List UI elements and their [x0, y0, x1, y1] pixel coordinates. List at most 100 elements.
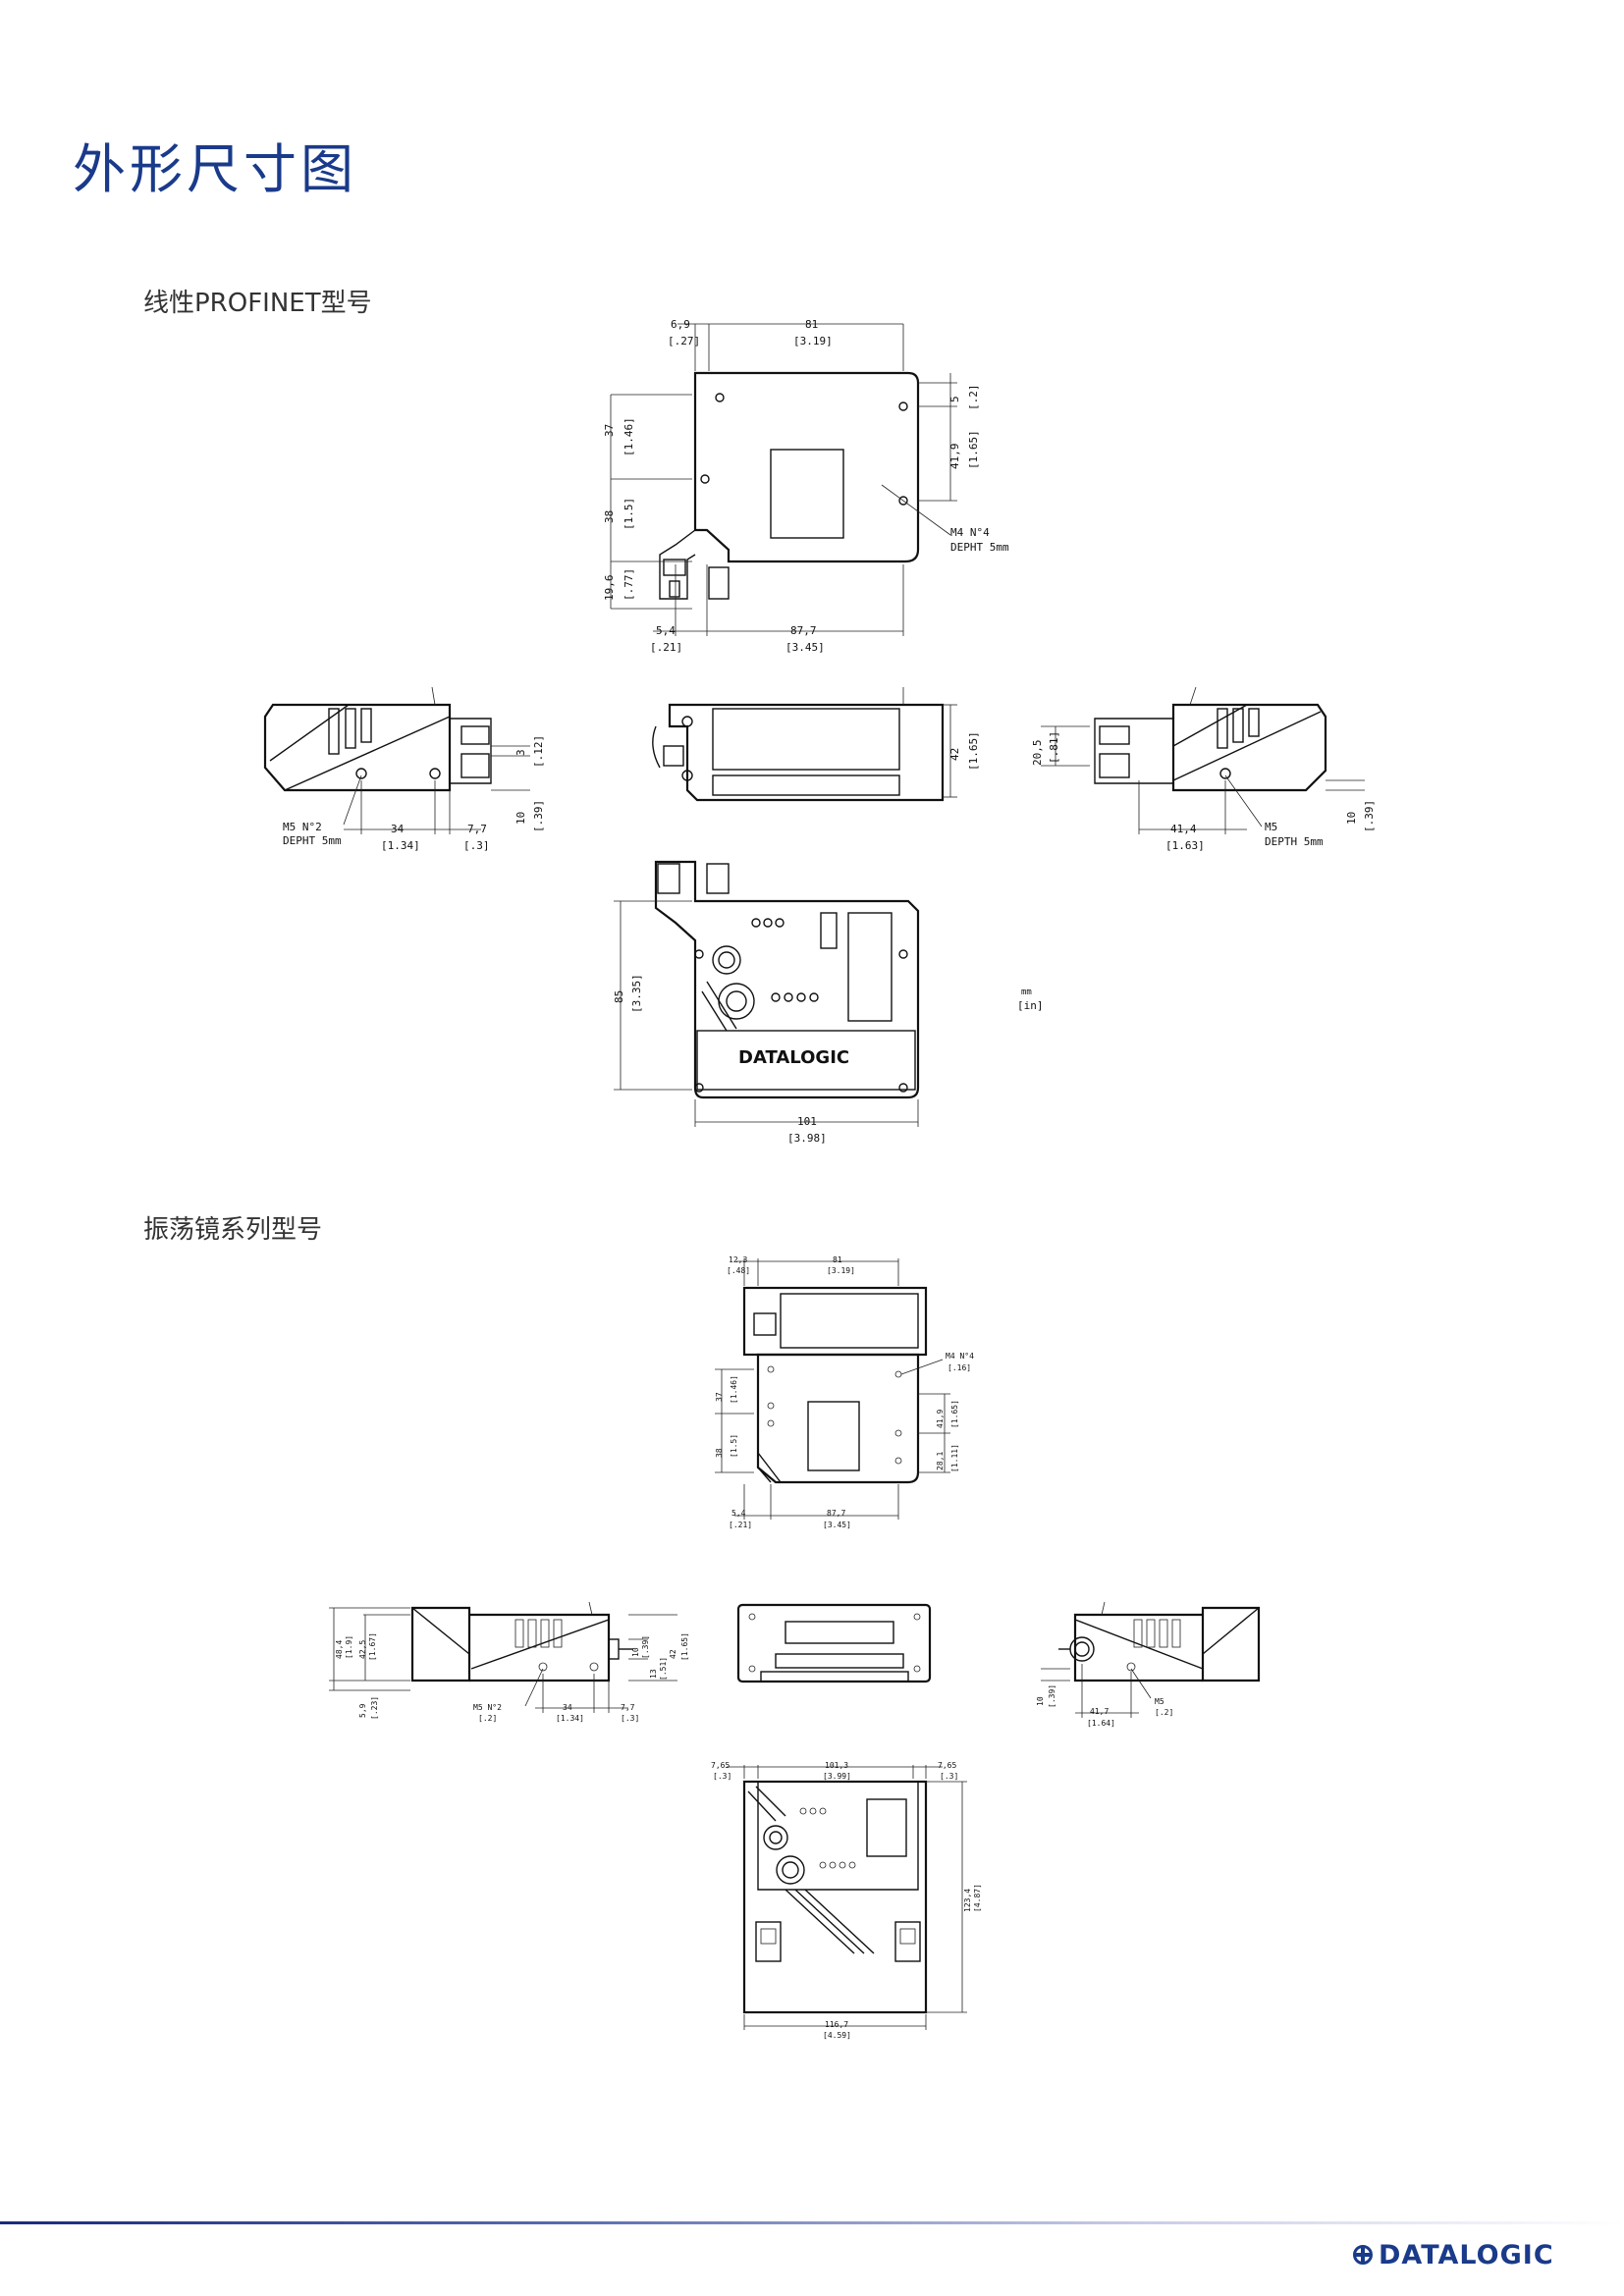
note-text: M5 [1155, 1697, 1164, 1706]
galvo-top-view: 12,3 [.48] 81 [3.19] M4 N°4 [.16] 37 [1.… [715, 1255, 974, 1529]
dim-text: 48,4 [335, 1640, 344, 1659]
dim-text: [3.35] [630, 974, 643, 1013]
page-title: 外形尺寸图 [73, 138, 357, 200]
dim-text: 87,7 [790, 624, 817, 637]
note-text: DEPHT 5mm [950, 541, 1009, 554]
dim-text: 101,3 [825, 1761, 848, 1770]
dim-text: [1.46] [623, 417, 635, 456]
dim-text: 41,9 [936, 1410, 945, 1428]
dim-text: 41,9 [948, 444, 961, 470]
dim-text: [.81] [1048, 731, 1060, 764]
note-text: M5 N°2 [283, 821, 322, 833]
galvo-left-view: 48,4 [1.9] 42,5 [1.67] 5,9 [.23] M5 N°2 … [329, 1601, 689, 1723]
dim-text: 13 [649, 1669, 658, 1679]
dim-text: [.12] [532, 735, 545, 768]
dim-text: 10 [514, 812, 527, 825]
dim-text: [1.5] [623, 498, 635, 530]
dim-text: [1.5] [730, 1434, 738, 1458]
dim-text: 42 [948, 748, 961, 761]
dim-text: 5,4 [731, 1509, 746, 1518]
dim-text: [.39] [1363, 800, 1376, 832]
dim-text: 42,5 [358, 1640, 367, 1659]
dim-text: 41,4 [1170, 823, 1197, 835]
dim-text: 38 [603, 510, 616, 523]
dim-text: [1.46] [730, 1375, 738, 1404]
dim-text: 37 [715, 1392, 724, 1402]
dim-text: [.51] [659, 1657, 668, 1681]
dim-text: [3.45] [823, 1521, 851, 1529]
dim-text: 3 [514, 749, 527, 756]
linear-bottom-view: DATALOGIC 85 [3.35] 101 [3.98] mm [in] [613, 860, 1044, 1145]
dim-text: 101 [797, 1115, 817, 1128]
dim-text: 10 [1345, 812, 1358, 825]
dim-text: 34 [391, 823, 405, 835]
dim-text: [1.64] [1087, 1719, 1115, 1728]
brand-name: DATALOGIC [1379, 2239, 1554, 2270]
dim-text: 81 [805, 318, 818, 331]
linear-right-view: 20,5 [.81] 41,4 [1.63] M5 DEPTH 5mm 10 [… [1031, 686, 1376, 852]
dim-text: 87,7 [827, 1509, 845, 1518]
dim-text: [1.65] [967, 731, 980, 771]
dim-text: 7,65 [711, 1761, 730, 1770]
linear-front-view: 42 [1.65] [652, 687, 980, 802]
note-text: M5 [1265, 821, 1277, 833]
dim-text: 42 [669, 1649, 677, 1659]
datalogic-logo-icon [1353, 2245, 1373, 2265]
dim-text: 38 [715, 1448, 724, 1458]
linear-top-view: 6,9 [.27] 81 [3.19] 37 [1.46] 38 [1.5] 1… [603, 318, 1009, 654]
note-text: M4 N°4 [950, 526, 990, 539]
dim-text: [3.98] [787, 1132, 827, 1145]
dim-text: [3.19] [827, 1266, 855, 1275]
galvo-bottom-view: 7,65 [.3] 101,3 [3.99] 7,65 [.3] 123,4 [… [711, 1761, 982, 2040]
dim-text: 41,7 [1090, 1707, 1109, 1716]
dim-text: 123,4 [963, 1889, 972, 1912]
dim-text: [.48] [727, 1266, 750, 1275]
dim-text: 7,65 [938, 1761, 956, 1770]
dim-text: [1.65] [950, 1400, 959, 1428]
section-title-linear: 线性PROFINET型号 [143, 289, 372, 318]
note-text: M4 N°4 [946, 1352, 974, 1361]
dim-text: [.77] [623, 568, 635, 601]
dim-text: [4.59] [823, 2031, 851, 2040]
dim-text: 5,9 [358, 1703, 367, 1718]
dim-text: [4.87] [973, 1884, 982, 1912]
dim-text: [.27] [668, 335, 700, 347]
note-text: [.16] [947, 1363, 971, 1372]
galvo-front-view [736, 1603, 932, 1683]
dim-text: 12,3 [729, 1255, 747, 1264]
unit-mm: mm [1021, 988, 1032, 997]
dim-text: 19,6 [603, 575, 616, 602]
note-text: [.2] [1155, 1708, 1173, 1717]
dim-text: [1.65] [680, 1632, 689, 1661]
dim-text: [.3] [713, 1772, 731, 1781]
dim-text: [1.9] [345, 1635, 353, 1659]
linear-left-view: M5 N°2 DEPHT 5mm 34 [1.34] 7,7 [.3] 3 [.… [263, 686, 545, 852]
dim-text: [3.99] [823, 1772, 851, 1781]
dim-text: [.3] [463, 839, 490, 852]
dim-text: [.21] [650, 641, 682, 654]
dim-text: [1.34] [381, 839, 420, 852]
dim-text: 116,7 [825, 2020, 848, 2029]
dim-text: [3.19] [793, 335, 833, 347]
footer-divider [0, 2221, 1624, 2224]
dim-text: [.39] [641, 1635, 650, 1659]
dim-text: [.23] [370, 1696, 379, 1720]
dim-text: 7,7 [621, 1703, 635, 1712]
dim-text: [.2] [967, 385, 980, 411]
dim-text: 28,1 [936, 1452, 945, 1470]
brand-logo: DATALOGIC [1353, 2235, 1554, 2274]
dim-text: [3.45] [785, 641, 825, 654]
dim-text: 81 [833, 1255, 842, 1264]
dim-text: [.39] [1048, 1684, 1056, 1708]
note-text: [.2] [478, 1714, 497, 1723]
dim-text: 5 [948, 396, 961, 402]
dim-text: [.21] [729, 1521, 752, 1529]
device-logo: DATALOGIC [738, 1047, 849, 1068]
note-text: DEPHT 5mm [283, 834, 342, 847]
dim-text: [1.67] [368, 1632, 377, 1661]
galvo-right-view: 10 [.39] 41,7 [1.64] M5 [.2] [1036, 1601, 1261, 1728]
dim-text: [1.34] [556, 1714, 584, 1723]
note-text: DEPTH 5mm [1265, 835, 1324, 848]
dim-text: 10 [631, 1647, 640, 1657]
